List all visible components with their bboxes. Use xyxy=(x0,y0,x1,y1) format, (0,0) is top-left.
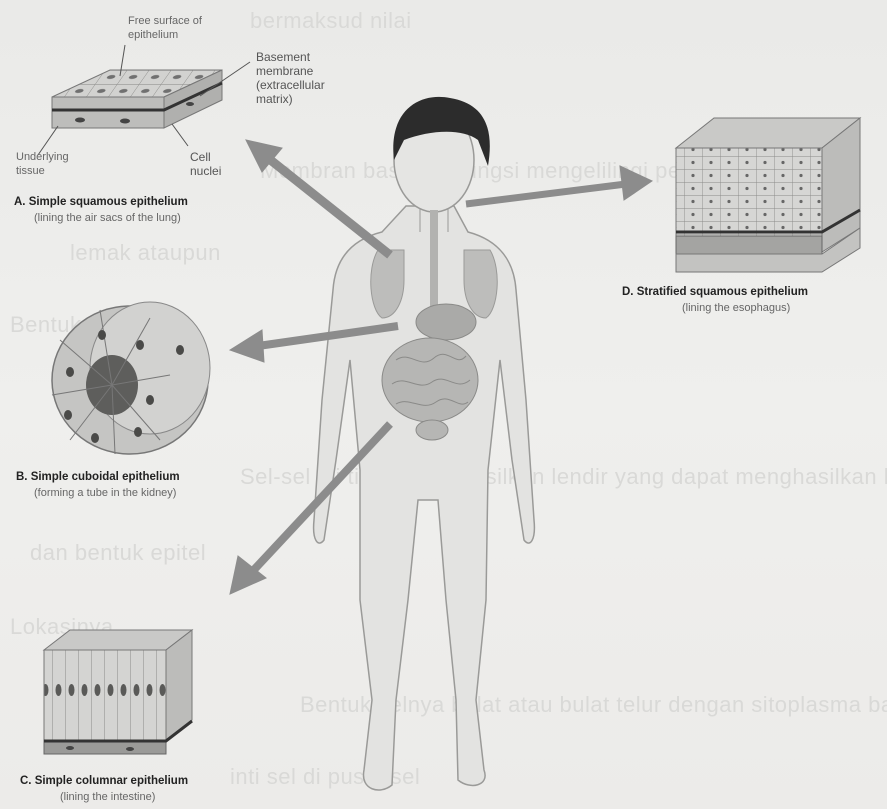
caption-b-sub: (forming a tube in the kidney) xyxy=(34,487,176,499)
label-basement-membrane: Basement membrane (extracellular matrix) xyxy=(256,50,325,106)
stratified-block xyxy=(676,118,860,272)
cuboidal-ring xyxy=(52,302,210,454)
caption-d-title: D. Stratified squamous epithelium xyxy=(622,286,808,298)
columnar-block xyxy=(44,630,192,754)
caption-a-title: A. Simple squamous epithelium xyxy=(14,196,188,208)
caption-a-sub: (lining the air sacs of the lung) xyxy=(34,212,181,224)
squamous-block xyxy=(38,45,250,155)
caption-c-sub: (lining the intestine) xyxy=(60,791,155,803)
caption-c-title: C. Simple columnar epithelium xyxy=(20,775,188,787)
label-cell-nuclei: Cell nuclei xyxy=(190,150,221,178)
label-underlying-tissue: Underlying tissue xyxy=(16,150,69,178)
label-free-surface: Free surface of epithelium xyxy=(128,14,202,42)
caption-d-sub: (lining the esophagus) xyxy=(682,302,790,314)
caption-b-title: B. Simple cuboidal epithelium xyxy=(16,471,180,483)
